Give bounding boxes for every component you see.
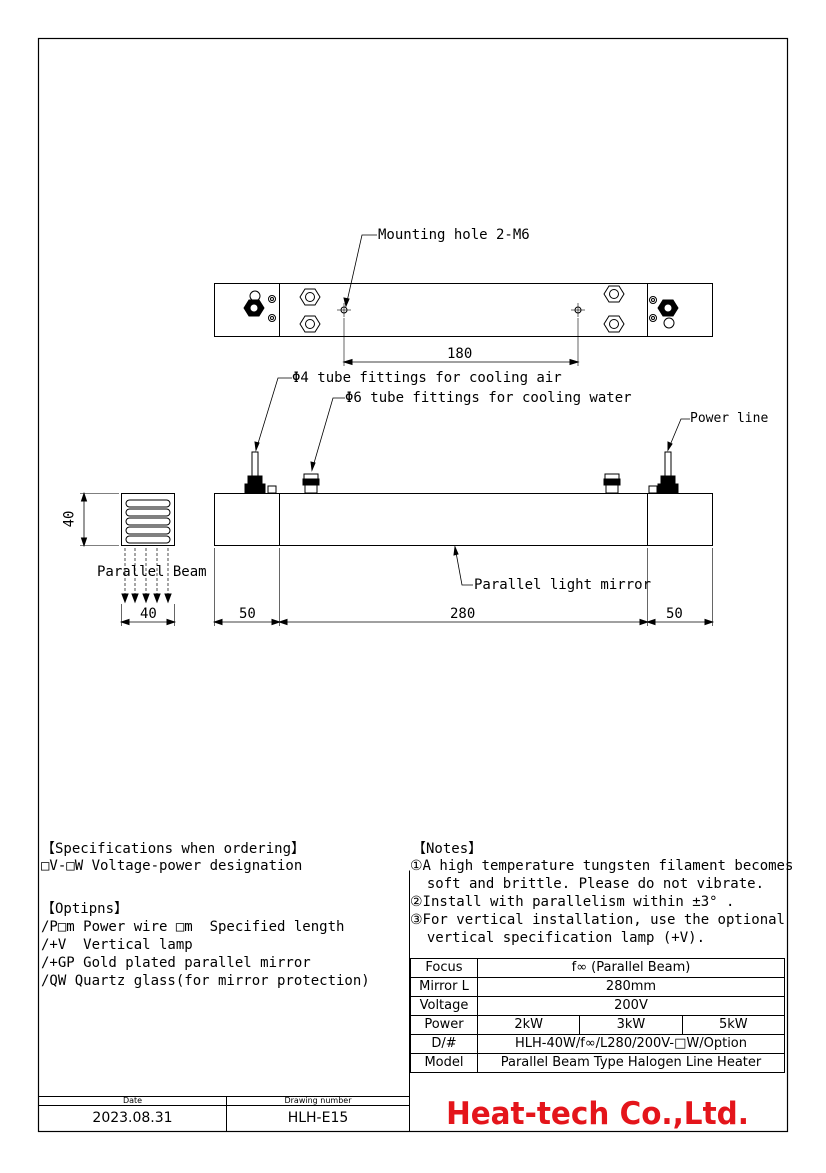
table-row: Model Parallel Beam Type Halogen Line He…: [410, 1053, 785, 1073]
model-value: Parallel Beam Type Halogen Line Heater: [477, 1053, 785, 1073]
dim-40-width: 40: [140, 606, 157, 622]
dim-40-height: 40: [61, 510, 78, 528]
focus-label: Focus: [410, 958, 478, 978]
mirror-value: 280mm: [477, 977, 785, 997]
table-row: Power 2kW 3kW 5kW: [410, 1015, 786, 1035]
note-line: soft and brittle. Please do not vibrate.: [410, 876, 765, 892]
power-line-label: Power line: [690, 411, 769, 426]
note-line: ③For vertical installation, use the opti…: [410, 912, 785, 928]
specifications-line: □V-□W Voltage-power designation: [41, 858, 303, 874]
end-view: [80, 491, 177, 626]
mounting-hole-label: Mounting hole 2-M6: [378, 227, 530, 243]
option-item: /P□m Power wire □m Specified length: [41, 919, 345, 935]
option-item: /+V Vertical lamp: [41, 937, 193, 953]
table-row: Focus f∞ (Parallel Beam): [410, 958, 785, 978]
option-item: /QW Quartz glass(for mirror protection): [41, 973, 370, 989]
note-line: vertical specification lamp (+V).: [410, 930, 706, 946]
top-view: [214, 234, 713, 366]
options-heading: 【Optipns】: [41, 901, 129, 917]
power-value: 2kW: [476, 1015, 581, 1035]
dn-value: HLH-40W/f∞/L280/200V-□W/Option: [477, 1034, 785, 1054]
voltage-value: 200V: [477, 996, 785, 1016]
power-value: 5kW: [681, 1015, 786, 1035]
dim-50-right: 50: [666, 606, 683, 622]
parallel-mirror-label: Parallel light mirror: [474, 577, 652, 593]
dn-label: D/#: [410, 1034, 478, 1054]
air-fitting-label: Φ4 tube fittings for cooling air: [292, 370, 562, 386]
option-item: /+GP Gold plated parallel mirror: [41, 955, 311, 971]
note-line: ①A high temperature tungsten filament be…: [410, 858, 794, 874]
specifications-heading: 【Specifications when ordering】: [41, 841, 306, 857]
water-fitting-label: Φ6 tube fittings for cooling water: [345, 390, 632, 406]
table-row: Mirror L 280mm: [410, 977, 785, 997]
dim-280: 280: [450, 606, 476, 622]
parallel-beam-label: Parallel Beam: [97, 564, 207, 580]
company-logo: Heat-tech Co.,Ltd.: [446, 1096, 749, 1132]
power-value: 3kW: [579, 1015, 683, 1035]
model-label: Model: [410, 1053, 478, 1073]
side-view: [212, 377, 715, 626]
table-row: Voltage 200V: [410, 996, 785, 1016]
power-label: Power: [410, 1015, 478, 1035]
drawing-number-value: HLH-E15: [287, 1110, 349, 1126]
table-row: D/# HLH-40W/f∞/L280/200V-□W/Option: [410, 1034, 785, 1054]
sheet-border: [37, 37, 789, 1133]
focus-value: f∞ (Parallel Beam): [477, 958, 785, 978]
notes-heading: 【Notes】: [412, 841, 483, 857]
drawing-number-label: Drawing number: [284, 1096, 352, 1105]
title-block-lines: [38, 870, 410, 1132]
mirror-label: Mirror L: [410, 977, 478, 997]
date-value: 2023.08.31: [92, 1110, 173, 1126]
dim-50-left: 50: [239, 606, 256, 622]
dim-180: 180: [447, 346, 473, 362]
date-label: Date: [122, 1096, 143, 1105]
voltage-label: Voltage: [410, 996, 478, 1016]
spec-table: Focus f∞ (Parallel Beam) Mirror L 280mm …: [410, 958, 786, 1073]
note-line: ②Install with parallelism within ±3° .: [410, 894, 735, 910]
